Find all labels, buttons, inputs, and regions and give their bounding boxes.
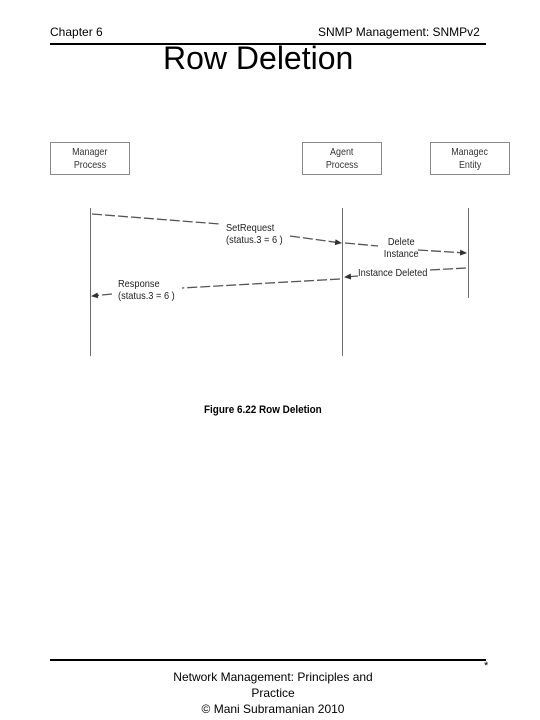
- manager-lifeline: [90, 208, 91, 356]
- slide-title: Row Deletion: [163, 40, 354, 76]
- set-request-label: SetRequest (status.3 = 6 ): [226, 222, 283, 246]
- chapter-label: Chapter 6: [50, 25, 103, 39]
- response-line1: Response: [118, 278, 160, 290]
- response-label: Response (status.3 = 6 ): [118, 278, 175, 302]
- footer-line1: Network Management: Principles and Pract…: [173, 670, 373, 700]
- entity-box-line1: Managec: [451, 145, 489, 158]
- delete-instance-line1: Delete: [387, 236, 415, 248]
- footer-line2: © Mani Subramanian 2010: [201, 702, 345, 716]
- footer-rule: [50, 659, 486, 661]
- agent-box-line1: Agent: [330, 145, 354, 158]
- delete-instance-arrow: [344, 242, 466, 253]
- agent-box-line2: Process: [325, 158, 359, 171]
- figure-caption: Figure 6.22 Row Deletion: [204, 404, 322, 416]
- delete-instance-line2: Instance: [383, 248, 419, 260]
- instance-deleted-label: Instance Deleted: [358, 267, 428, 279]
- manager-box-line2: Process: [73, 158, 107, 171]
- agent-process-box: Agent Process: [302, 142, 382, 175]
- response-arrow: [92, 278, 341, 296]
- response-line2: (status.3 = 6 ): [118, 290, 175, 302]
- instance-deleted-arrow: [345, 267, 467, 277]
- footer-mark: *: [484, 660, 489, 672]
- footer-text: Network Management: Principles and Pract…: [150, 669, 396, 717]
- set-request-line1: SetRequest: [226, 222, 275, 234]
- section-label: SNMP Management: SNMPv2: [318, 25, 480, 39]
- managed-entity-box: Managec Entity: [430, 142, 510, 175]
- entity-box-line2: Entity: [458, 158, 482, 171]
- set-request-line2: (status.3 = 6 ): [226, 234, 283, 246]
- set-request-arrow: [91, 213, 341, 243]
- header-rule: [50, 43, 486, 45]
- manager-box-line1: Manager: [72, 145, 108, 158]
- manager-process-box: Manager Process: [50, 142, 130, 175]
- delete-instance-label: Delete Instance: [381, 236, 421, 260]
